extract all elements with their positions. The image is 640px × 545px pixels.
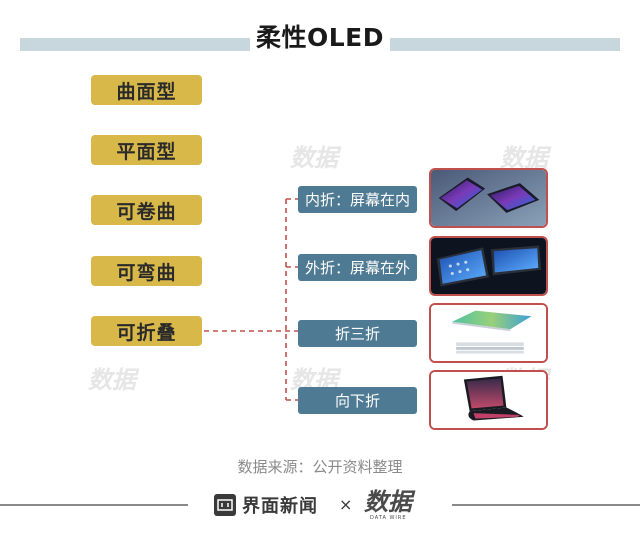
page-title: 柔性OLED <box>0 18 640 54</box>
watermark-logo: 数据 <box>88 365 140 394</box>
svg-text:数据: 数据 <box>364 487 416 516</box>
footer-divider-left <box>0 504 188 506</box>
brand-logo-icon <box>214 494 236 516</box>
footer-separator: × <box>339 495 353 514</box>
svg-text:DATA WIRE: DATA WIRE <box>370 515 407 521</box>
outward-fold-photo <box>429 236 548 296</box>
datawire-logo: 数据 DATA WIRE <box>364 487 416 521</box>
inward-fold-photo <box>429 168 548 228</box>
fold-downward: 向下折 <box>298 387 417 414</box>
triple-fold-photo <box>429 303 548 363</box>
downward-fold-photo <box>429 370 548 430</box>
fold-triple: 折三折 <box>298 320 417 347</box>
fold-outward: 外折：屏幕在外 <box>298 254 417 281</box>
svg-text:数据: 数据 <box>88 365 140 394</box>
footer-divider-right <box>452 504 640 506</box>
type-curved: 曲面型 <box>91 75 202 105</box>
footer-brand: 界面新闻 <box>214 492 318 518</box>
watermark-logo: 数据 <box>290 143 342 172</box>
fold-inward: 内折：屏幕在内 <box>298 186 417 213</box>
svg-text:数据: 数据 <box>290 143 342 172</box>
type-foldable: 可折叠 <box>91 316 202 346</box>
brand-name: 界面新闻 <box>242 496 318 517</box>
source-note: 数据来源：公开资料整理 <box>237 458 403 476</box>
type-bendable: 可弯曲 <box>91 256 202 286</box>
type-flat: 平面型 <box>91 135 202 165</box>
type-rollable: 可卷曲 <box>91 195 202 225</box>
